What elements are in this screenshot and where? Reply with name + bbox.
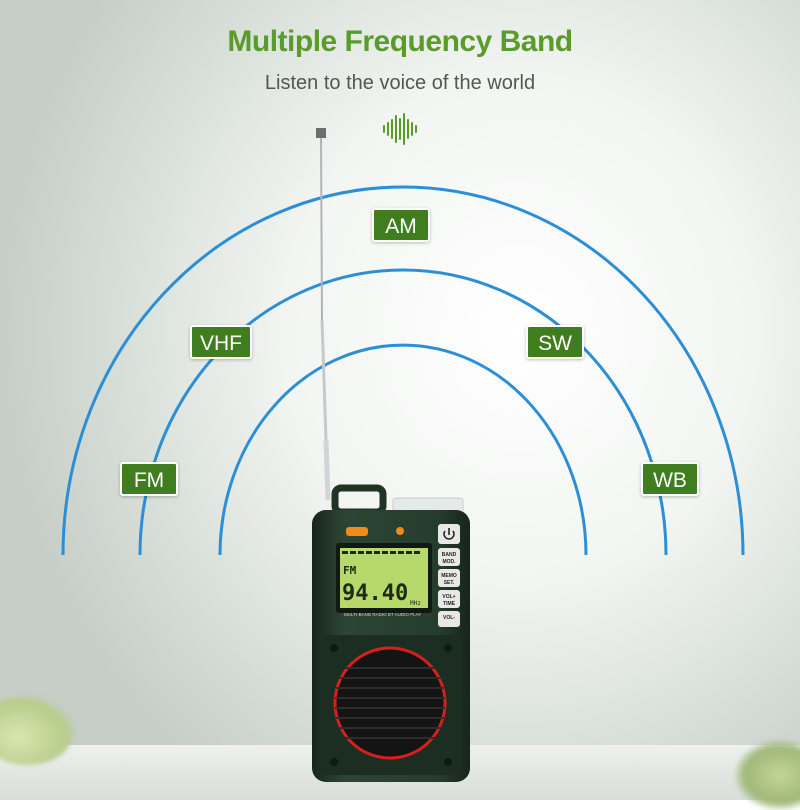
page-title: Multiple Frequency Band <box>227 25 573 58</box>
svg-text:VOL-: VOL- <box>443 615 455 621</box>
lcd-unit: MHz <box>410 600 421 607</box>
lcd-mode: FM <box>343 564 357 577</box>
svg-text:TIME: TIME <box>443 601 456 607</box>
band-mod-button[interactable]: BAND MOD. <box>438 548 460 566</box>
band-label-am: AM <box>372 208 430 242</box>
antenna <box>316 128 331 501</box>
vol-minus-button[interactable]: VOL- <box>438 611 460 627</box>
radio: FM 94.40 MHz MULTI-BAND RADIO BT AUDIO P… <box>312 484 470 782</box>
speaker-grille <box>320 635 462 775</box>
power-button[interactable] <box>438 524 460 544</box>
vol-plus-button[interactable]: VOL+ TIME <box>438 590 460 608</box>
band-label-wb: WB <box>641 462 699 496</box>
svg-text:MOD.: MOD. <box>442 559 456 565</box>
band-label-sw: SW <box>526 325 584 359</box>
band-label-fm: FM <box>120 462 178 496</box>
plant-leaf-right <box>735 740 800 810</box>
arc-outer <box>61 185 745 556</box>
svg-text:BAND: BAND <box>442 552 457 558</box>
svg-text:VOL+: VOL+ <box>442 594 455 600</box>
band-label-vhf: VHF <box>190 325 252 359</box>
arc-middle <box>138 268 668 556</box>
page-subtitle: Listen to the voice of the world <box>264 72 536 94</box>
plant-leaf-left <box>0 695 75 765</box>
power-icon <box>443 528 455 540</box>
svg-text:MEMO: MEMO <box>441 573 457 579</box>
lcd-display <box>340 548 428 608</box>
svg-text:SET.: SET. <box>444 580 455 586</box>
arc-inner <box>218 343 588 556</box>
memo-set-button[interactable]: MEMO SET. <box>438 569 460 587</box>
lcd-frequency: 94.40 <box>342 581 408 606</box>
radio-caption: MULTI-BAND RADIO BT AUDIO PLAY <box>344 612 421 617</box>
sound-wave-icon <box>383 113 417 145</box>
light-indicator <box>346 527 368 536</box>
